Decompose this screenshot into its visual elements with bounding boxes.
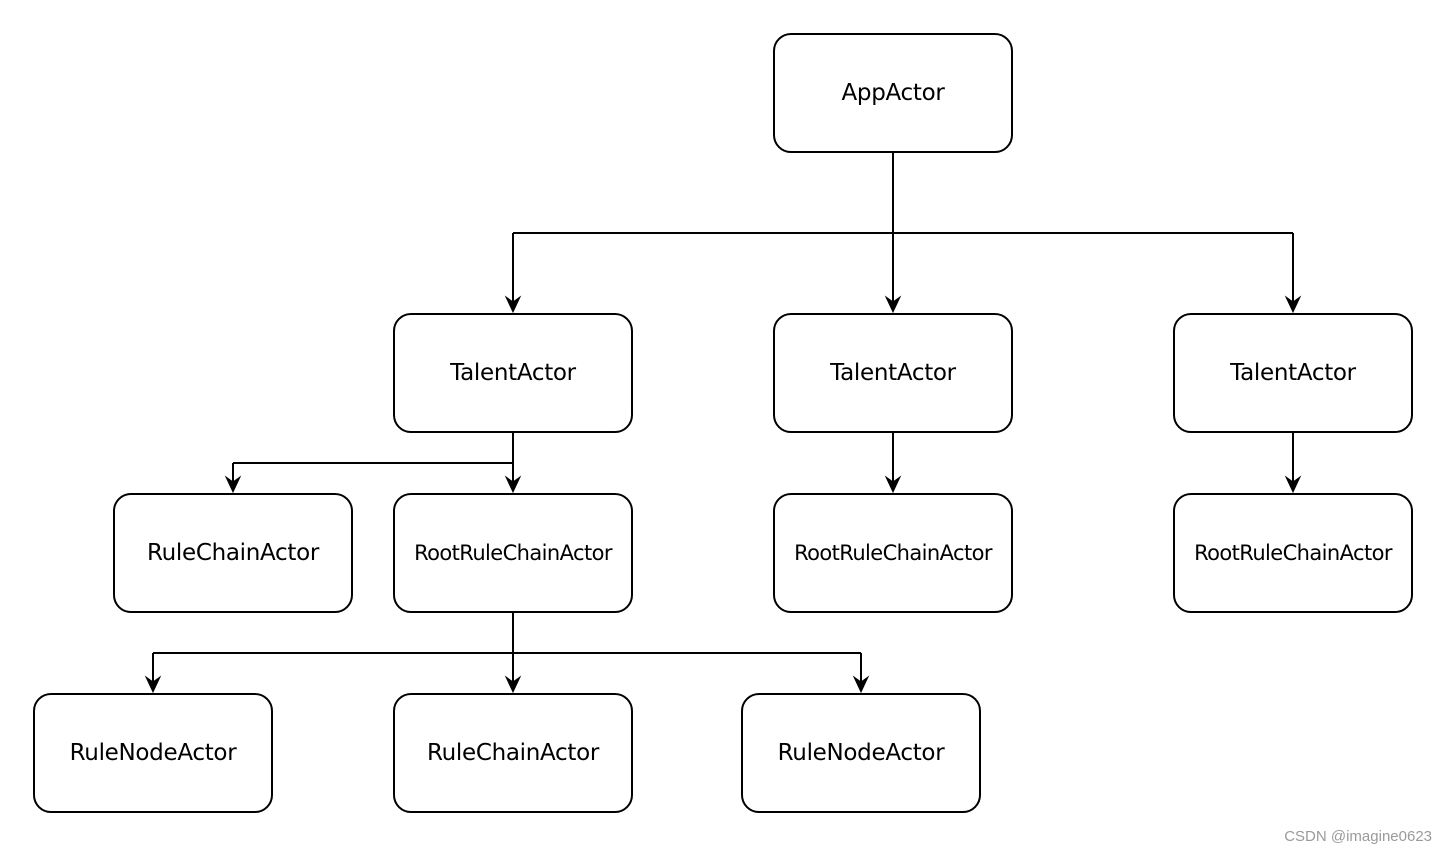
node-label: RootRuleChainActor: [1194, 541, 1392, 565]
arrowhead: [504, 475, 522, 494]
node-label: TalentActor: [450, 360, 576, 386]
node-rule-chain-actor-2: RuleChainActor: [393, 693, 633, 813]
arrowhead: [884, 295, 902, 314]
node-rule-chain-actor-1: RuleChainActor: [113, 493, 353, 613]
node-talent-actor-1: TalentActor: [393, 313, 633, 433]
node-root-rule-chain-actor-2: RootRuleChainActor: [773, 493, 1013, 613]
arrowhead: [884, 475, 902, 494]
node-label: RuleNodeActor: [69, 740, 237, 766]
arrowhead: [1284, 475, 1302, 494]
arrowhead: [224, 475, 242, 494]
arrowhead: [504, 295, 522, 314]
node-label: TalentActor: [830, 360, 956, 386]
node-app-actor: AppActor: [773, 33, 1013, 153]
arrowhead: [144, 675, 162, 694]
arrowhead: [1284, 295, 1302, 314]
node-root-rule-chain-actor-1: RootRuleChainActor: [393, 493, 633, 613]
node-label: RuleChainActor: [426, 740, 600, 766]
node-rule-node-actor-2: RuleNodeActor: [741, 693, 981, 813]
node-rule-node-actor-1: RuleNodeActor: [33, 693, 273, 813]
arrowhead: [504, 675, 522, 694]
node-talent-actor-2: TalentActor: [773, 313, 1013, 433]
node-label: RuleChainActor: [146, 540, 320, 566]
arrowhead: [852, 675, 870, 694]
node-label: RootRuleChainActor: [414, 541, 612, 565]
node-label: RootRuleChainActor: [794, 541, 992, 565]
node-label: RuleNodeActor: [777, 740, 945, 766]
node-label: AppActor: [841, 80, 945, 106]
node-talent-actor-3: TalentActor: [1173, 313, 1413, 433]
node-label: TalentActor: [1230, 360, 1356, 386]
node-root-rule-chain-actor-3: RootRuleChainActor: [1173, 493, 1413, 613]
watermark: CSDN @imagine0623: [1284, 828, 1432, 845]
